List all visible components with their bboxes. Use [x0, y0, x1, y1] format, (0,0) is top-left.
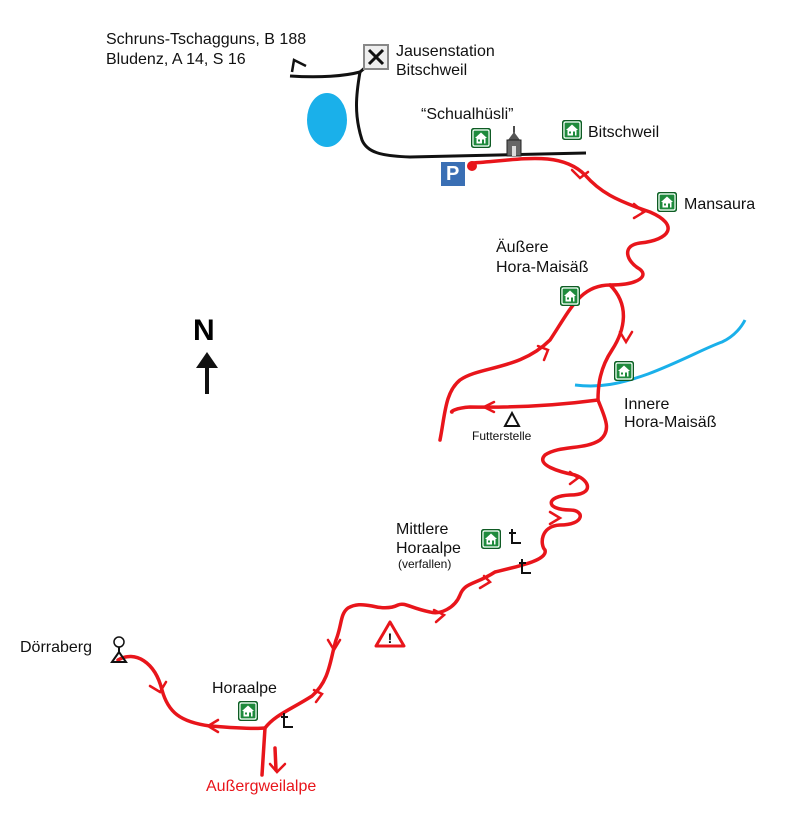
label-aeussere-hora: Hora-Maisäß	[496, 259, 589, 276]
wayside-cross-icon-1	[508, 528, 522, 544]
label-bitschweil: Bitschweil	[588, 124, 660, 141]
trailhead-dot	[467, 161, 477, 171]
label-futterstelle: Futterstelle	[472, 429, 532, 443]
north-arrow-icon	[196, 352, 218, 394]
mountain-hut-icon-innere	[614, 361, 634, 381]
stream	[574, 319, 747, 388]
parking-label: P	[446, 163, 460, 185]
label-innere-hora: Hora-Maisäß	[624, 414, 717, 431]
label-jausenstation-bitschweil: Bitschweil	[396, 62, 468, 79]
mountain-hut-icon-horaalpe	[238, 701, 258, 721]
mountain-hut-icon-mittlere	[481, 529, 501, 549]
label-mansaura: Mansaura	[684, 196, 756, 213]
parking-icon	[441, 162, 465, 186]
warning-mark: !	[388, 630, 393, 646]
label-schruns: Schruns-Tschagguns, B 188	[106, 31, 307, 48]
label-verfallen: (verfallen)	[398, 557, 452, 571]
label-aussergweilalpe: Außergweilalpe	[206, 778, 317, 795]
chapel-icon	[506, 126, 522, 157]
lake	[307, 93, 347, 147]
label-bludenz: Bludenz, A 14, S 16	[106, 51, 246, 68]
danger-warning-icon: !	[374, 620, 406, 648]
restaurant-cutlery-icon	[363, 44, 389, 70]
feeding-station-triangle-icon	[503, 410, 521, 427]
label-jausenstation: Jausenstation	[396, 43, 495, 60]
road-main	[289, 69, 587, 159]
mountain-hut-icon-schualhuesli	[471, 128, 491, 148]
label-aeussere: Äußere	[496, 239, 549, 256]
route-direction-arrows	[148, 168, 647, 774]
mountain-hut-icon-bitschweil	[562, 120, 582, 140]
summit-cross-icon	[110, 636, 128, 663]
road-arrow-icon	[290, 58, 307, 73]
label-mittlere: Mittlere	[396, 521, 449, 538]
mountain-hut-icon-mansaura	[657, 192, 677, 212]
north-label: N	[193, 314, 215, 347]
mountain-hut-icon-aeussere	[560, 286, 580, 306]
label-innere: Innere	[624, 396, 670, 413]
label-doerraberg: Dörraberg	[20, 639, 93, 656]
label-schualhuesli: “Schualhüsli”	[421, 106, 514, 123]
label-horaalpe: Horaalpe	[212, 680, 277, 697]
label-mittlere-horaalpe: Horaalpe	[396, 540, 461, 557]
hiking-route	[116, 156, 670, 777]
